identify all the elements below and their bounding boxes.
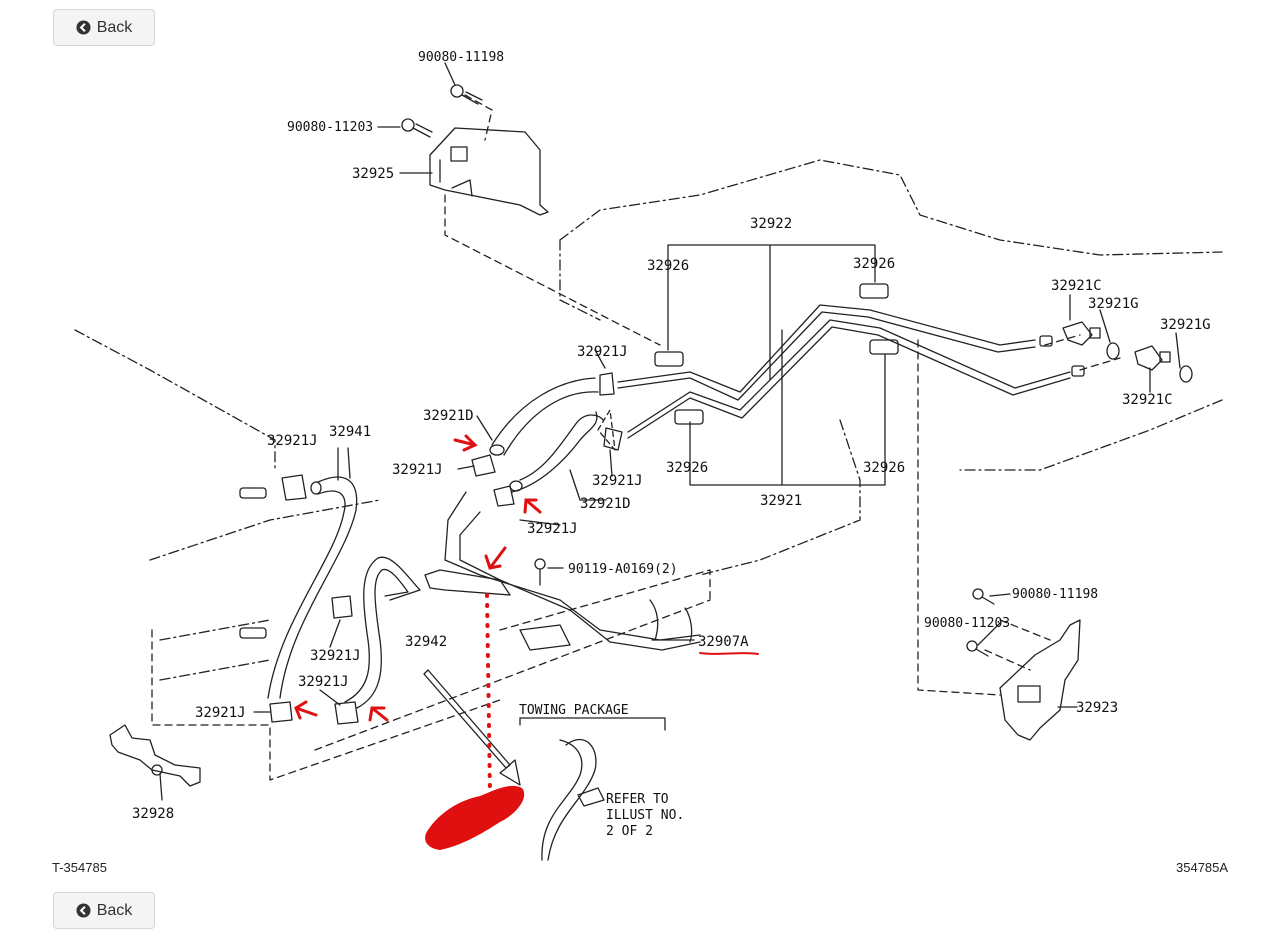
part-label: 32921J xyxy=(527,521,578,537)
part-label: 32921J xyxy=(592,473,643,489)
refer-note-line: ILLUST NO. xyxy=(606,808,684,823)
part-label: 32921C xyxy=(1051,278,1102,294)
part-label: 32928 xyxy=(132,806,174,822)
back-button-label: Back xyxy=(96,18,133,36)
part-label: 32942 xyxy=(405,634,447,650)
part-label: 90080-11198 xyxy=(418,50,504,65)
refer-note-line: 2 OF 2 xyxy=(606,824,653,839)
part-label: 32923 xyxy=(1076,700,1118,716)
part-label: 90080-11198 xyxy=(1012,587,1098,602)
part-label: 32921J xyxy=(392,462,443,478)
part-label: 32921J xyxy=(577,344,628,360)
part-label: 32921D xyxy=(580,496,631,512)
part-label: 32921J xyxy=(267,433,318,449)
back-button-top[interactable]: Back xyxy=(53,9,155,46)
back-button-bottom[interactable]: Back xyxy=(53,892,155,929)
part-label: 90119-A0169(2) xyxy=(568,562,678,577)
towing-package-label: TOWING PACKAGE xyxy=(519,703,629,718)
part-label: 90080-11203 xyxy=(287,120,373,135)
part-label: 32921C xyxy=(1122,392,1173,408)
part-label: 32925 xyxy=(352,166,394,182)
part-label: 32921G xyxy=(1088,296,1139,312)
part-label: 32921J xyxy=(310,648,361,664)
part-label: 32926 xyxy=(666,460,708,476)
part-label: 32926 xyxy=(863,460,905,476)
part-label: 32921 xyxy=(760,493,802,509)
part-label: 32922 xyxy=(750,216,792,232)
circle-left-arrow-icon xyxy=(76,20,91,35)
circle-left-arrow-icon xyxy=(76,903,91,918)
diagram-ref-left: T-354785 xyxy=(52,860,107,875)
part-label: 32941 xyxy=(329,424,371,440)
part-label: 32907A xyxy=(698,634,749,650)
part-label: 32921J xyxy=(298,674,349,690)
refer-note-line: REFER TO xyxy=(606,792,669,807)
diagram-ref-right: 354785A xyxy=(1176,860,1229,875)
part-label: 32921D xyxy=(423,408,474,424)
part-label: 32921J xyxy=(195,705,246,721)
part-label: 90080-11203 xyxy=(924,616,1010,631)
part-label: 32926 xyxy=(853,256,895,272)
part-label: 32921G xyxy=(1160,317,1211,333)
back-button-label: Back xyxy=(96,901,133,919)
part-label: 32926 xyxy=(647,258,689,274)
